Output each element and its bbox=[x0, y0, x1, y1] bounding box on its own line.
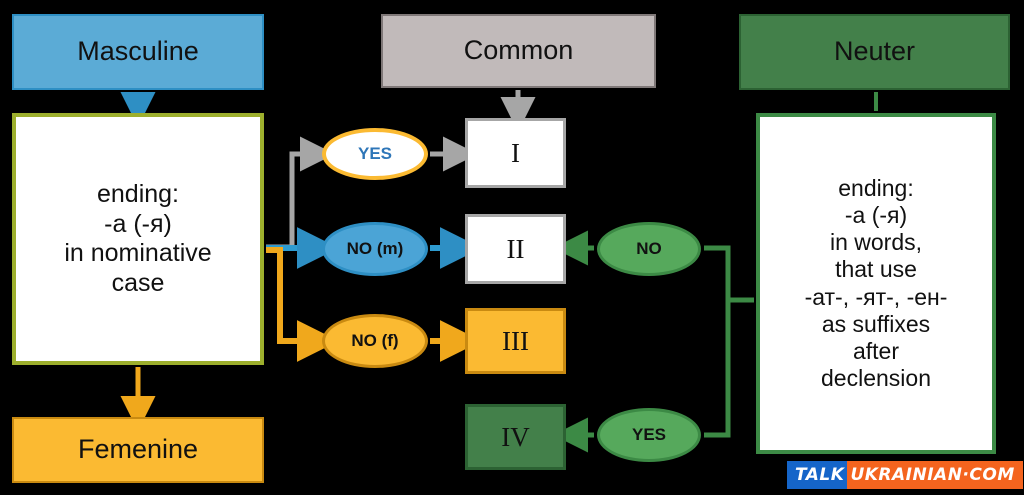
declension-label-2: II bbox=[506, 233, 525, 264]
neuter-rule-line-4: that use bbox=[835, 256, 917, 283]
decision-yes-masculine-label: YES bbox=[357, 144, 393, 163]
masculine-rule-line-1: ending: bbox=[96, 180, 180, 208]
neuter-rule-box: ending: -а (-я) in words, that use -ат-,… bbox=[756, 113, 996, 454]
masculine-header-box[interactable]: Masculine bbox=[12, 14, 264, 90]
wire-rule-to-yes bbox=[266, 136, 335, 250]
common-header-label: Common bbox=[463, 35, 574, 66]
logo-text-talk: TALK bbox=[787, 461, 848, 489]
decision-no-neuter-label: NO bbox=[636, 239, 662, 258]
neuter-rule-line-8: declension bbox=[821, 364, 931, 391]
decision-yes-neuter[interactable]: YES bbox=[597, 408, 701, 462]
declension-box-4[interactable]: IV bbox=[465, 404, 566, 470]
site-logo-watermark[interactable]: TALK UKRAINIAN·COM bbox=[787, 461, 1023, 489]
femenine-label: Femenine bbox=[77, 434, 199, 465]
wire-neuter-rule-to-yes bbox=[704, 297, 754, 438]
declension-box-3[interactable]: III bbox=[465, 308, 566, 374]
neuter-header-box[interactable]: Neuter bbox=[739, 14, 1010, 90]
declension-box-1[interactable]: I bbox=[465, 118, 566, 188]
decision-yes-neuter-label: YES bbox=[631, 425, 667, 444]
decision-no-masculine[interactable]: NO (m) bbox=[322, 222, 428, 276]
neuter-rule-line-5: -ат-, -ят-, -ен- bbox=[804, 283, 948, 310]
wire-neuter-rule-to-no bbox=[704, 245, 754, 303]
femenine-box[interactable]: Femenine bbox=[12, 417, 264, 483]
masculine-rule-box: ending: -а (-я) in nominative case bbox=[12, 113, 264, 365]
masculine-rule-line-3: in nominative bbox=[64, 239, 212, 267]
decision-yes-masculine[interactable]: YES bbox=[322, 128, 428, 180]
decision-no-femenine[interactable]: NO (f) bbox=[322, 314, 428, 368]
declension-label-1: I bbox=[511, 137, 520, 168]
neuter-header-label: Neuter bbox=[833, 36, 916, 67]
decision-no-femenine-label: NO (f) bbox=[351, 331, 399, 350]
declension-label-4: IV bbox=[501, 421, 530, 452]
neuter-rule-line-2: -а (-я) bbox=[844, 202, 908, 229]
masculine-rule-line-2: -а (-я) bbox=[104, 209, 172, 238]
masculine-header-label: Masculine bbox=[77, 36, 199, 67]
masculine-rule-line-4: case bbox=[111, 268, 165, 297]
neuter-rule-line-1: ending: bbox=[838, 175, 914, 201]
decision-no-neuter[interactable]: NO bbox=[597, 222, 701, 276]
neuter-rule-line-3: in words, bbox=[829, 229, 923, 256]
neuter-rule-line-6: as suffixes bbox=[821, 310, 931, 337]
declension-box-2[interactable]: II bbox=[465, 214, 566, 284]
declension-label-3: III bbox=[502, 325, 529, 356]
logo-text-ukrainian-com: UKRAINIAN·COM bbox=[847, 461, 1023, 489]
wire-rule-to-no-f bbox=[266, 247, 339, 362]
common-header-box[interactable]: Common bbox=[381, 14, 656, 88]
decision-no-masculine-label: NO (m) bbox=[346, 239, 404, 258]
neuter-rule-line-7: after bbox=[852, 337, 900, 364]
